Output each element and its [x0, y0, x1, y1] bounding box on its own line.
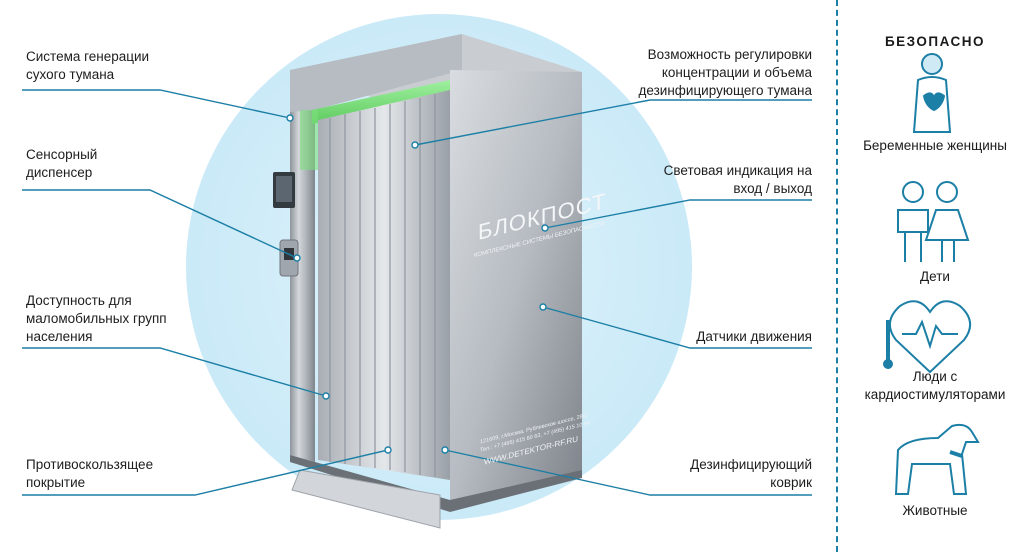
pregnant-woman-icon — [912, 53, 952, 133]
callout-light-indication: Световая индикация на вход / выход — [663, 163, 812, 196]
booth-interior — [318, 90, 450, 480]
callout-dry-fog-system: Система генерации сухого тумана — [26, 49, 150, 82]
callout-disinfecting-mat: Дезинфицирующий коврик — [690, 457, 812, 490]
callout-lines-right — [414, 99, 812, 496]
callout-anti-slip: Противоскользящее покрытие — [26, 457, 154, 490]
anti-slip-ramp — [291, 469, 441, 529]
callout-dots-right — [411, 141, 549, 454]
callout-lines-left — [22, 89, 389, 496]
callout-dots-left — [286, 114, 392, 454]
safe-item-pacemaker: Люди с кардиостимуляторами — [864, 369, 1006, 402]
callout-fog-adjustment: Возможность регулировки концентрации и о… — [638, 47, 812, 98]
pacemaker-heart-icon — [883, 300, 971, 374]
curtain-strips — [329, 94, 436, 477]
booth-side-panel — [450, 70, 582, 510]
safe-item-pregnant: Беременные женщины — [863, 138, 1007, 153]
safe-item-animals: Животные — [902, 503, 968, 518]
children-icon — [897, 181, 970, 262]
callout-accessibility: Доступность для маломобильных групп насе… — [26, 293, 167, 344]
safe-panel-title: БЕЗОПАСНО — [884, 34, 986, 49]
dog-icon — [894, 423, 980, 495]
safe-item-children: Дети — [920, 269, 950, 284]
callout-motion-sensors: Датчики движения — [696, 329, 812, 344]
indicator-glow — [300, 110, 318, 170]
booth-front-bar — [290, 34, 462, 112]
panel-divider — [836, 0, 838, 552]
callout-sensor-dispenser: Сенсорный диспенсер — [26, 147, 98, 180]
indicator-light — [312, 80, 450, 124]
